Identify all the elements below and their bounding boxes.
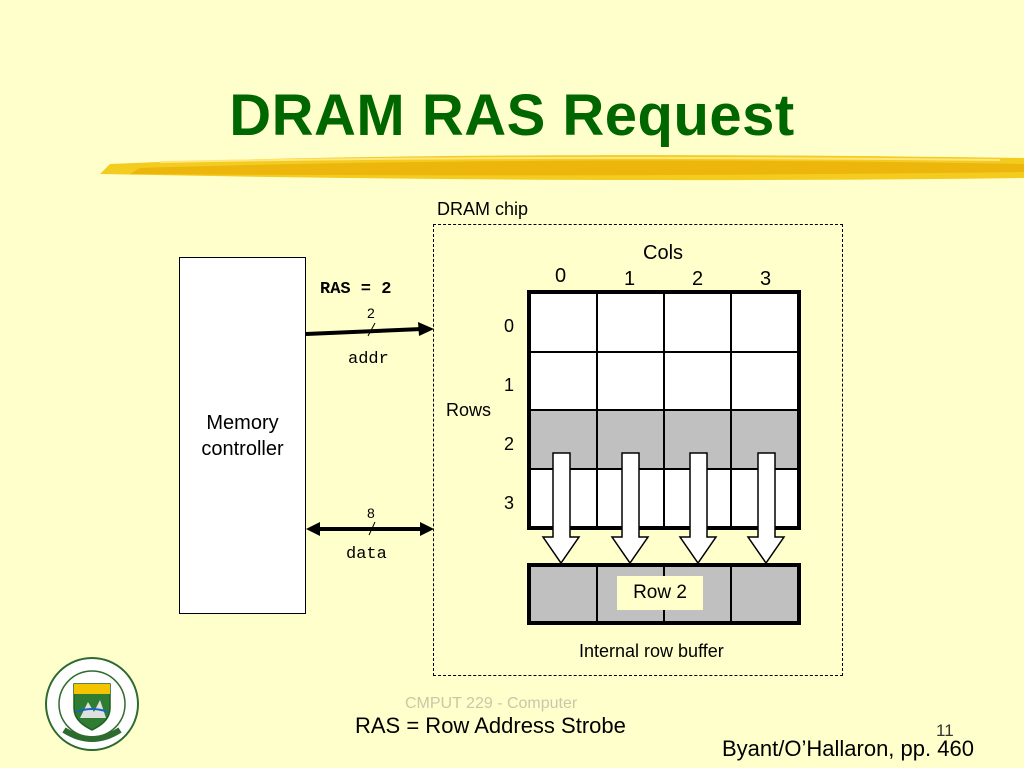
row-index-1: 1	[504, 375, 515, 395]
dram-chip-label: DRAM chip	[437, 199, 529, 219]
dram-cell	[731, 293, 798, 352]
citation: Byant/O’Hallaron, pp. 460	[722, 736, 974, 761]
row-buffer-value: Row 2	[617, 576, 703, 610]
row-index-3: 3	[504, 493, 515, 513]
row-buffer-cell	[731, 566, 798, 622]
data-bus-arrow	[306, 521, 434, 536]
col-index-3: 3	[760, 268, 772, 290]
memory-controller-label: Memory controller	[201, 411, 284, 460]
row-index-2: 2	[504, 434, 515, 454]
addr-bus-width: 2	[367, 305, 375, 321]
addr-bus-arrow	[305, 322, 434, 337]
dram-chip-boundary	[433, 224, 843, 676]
dram-cell-selected-row	[530, 410, 597, 469]
slide-title: DRAM RAS Request	[229, 83, 795, 148]
row-buffer-cell	[530, 566, 597, 622]
cols-label: Cols	[643, 242, 684, 264]
dram-cell	[597, 351, 664, 410]
course-footer-faded: CMPUT 229 - Computer	[405, 695, 578, 712]
data-bus-width: 8	[367, 505, 375, 521]
col-index-1: 1	[624, 268, 636, 290]
ras-definition-footnote: RAS = Row Address Strobe	[355, 713, 626, 738]
dram-cell	[731, 351, 798, 410]
row-buffer-label: Internal row buffer	[579, 641, 724, 661]
dram-cell	[530, 293, 597, 352]
row-index-0: 0	[504, 316, 515, 336]
rows-label: Rows	[446, 400, 492, 420]
dram-cell-array	[527, 290, 801, 530]
university-of-alberta-logo	[44, 656, 140, 752]
dram-cell	[664, 351, 731, 410]
dram-cell	[597, 293, 664, 352]
data-bus-label: data	[346, 545, 387, 564]
col-index-0: 0	[555, 265, 567, 287]
dram-cell	[664, 293, 731, 352]
addr-bus-label: addr	[348, 350, 389, 369]
col-index-2: 2	[692, 268, 704, 290]
ras-value-label: RAS = 2	[320, 280, 392, 299]
page-number: 11	[936, 721, 954, 740]
memory-controller-box: Memory controller	[179, 257, 306, 614]
title-underline-brush	[100, 155, 1024, 181]
row-transfer-arrows	[541, 452, 786, 565]
dram-cell	[530, 351, 597, 410]
